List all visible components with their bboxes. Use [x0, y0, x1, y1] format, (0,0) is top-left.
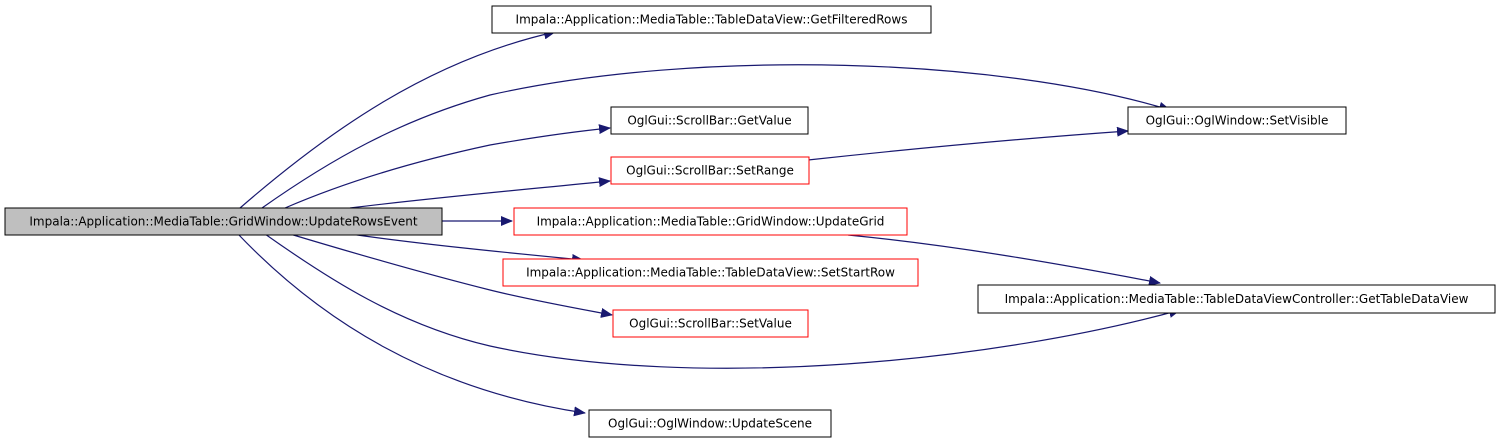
node-label: Impala::Application::MediaTable::GridWin… [537, 215, 885, 229]
node-label: OglGui::ScrollBar::SetRange [626, 164, 794, 178]
edge-update-rows-event-to-get-filtered-rows [239, 29, 556, 209]
node-set-start-row[interactable]: Impala::Application::MediaTable::TableDa… [502, 258, 919, 287]
node-get-filtered-rows[interactable]: Impala::Application::MediaTable::TableDa… [491, 5, 932, 34]
node-label: OglGui::ScrollBar::SetValue [629, 317, 792, 331]
node-label: Impala::Application::MediaTable::GridWin… [29, 215, 418, 229]
edge-update-grid-to-get-table-data-view [847, 234, 1161, 286]
edge-update-rows-event-to-update-scene [237, 233, 586, 417]
node-label: Impala::Application::MediaTable::TableDa… [516, 13, 908, 27]
edge-update-rows-event-to-scrollbar-set-range [349, 177, 611, 209]
node-set-visible[interactable]: OglGui::OglWindow::SetVisible [1127, 106, 1347, 135]
node-label: OglGui::ScrollBar::GetValue [627, 114, 791, 128]
node-scrollbar-get-value[interactable]: OglGui::ScrollBar::GetValue [610, 106, 809, 135]
edge-update-rows-event-to-scrollbar-set-value [289, 233, 613, 318]
edge-update-rows-event-to-get-table-data-view [264, 233, 1181, 369]
node-scrollbar-set-range[interactable]: OglGui::ScrollBar::SetRange [610, 156, 810, 185]
node-label: OglGui::OglWindow::SetVisible [1146, 114, 1329, 128]
node-update-rows-event[interactable]: Impala::Application::MediaTable::GridWin… [4, 207, 443, 236]
edge-update-rows-event-to-set-visible [261, 64, 1171, 209]
node-scrollbar-set-value[interactable]: OglGui::ScrollBar::SetValue [612, 309, 809, 338]
node-get-table-data-view[interactable]: Impala::Application::MediaTable::TableDa… [977, 284, 1496, 314]
edge-scrollbar-set-range-to-set-visible [807, 126, 1129, 161]
edge-update-rows-event-to-scrollbar-get-value [284, 124, 611, 209]
node-update-grid[interactable]: Impala::Application::MediaTable::GridWin… [513, 207, 908, 236]
node-label: OglGui::OglWindow::UpdateScene [608, 417, 812, 431]
node-update-scene[interactable]: OglGui::OglWindow::UpdateScene [588, 409, 832, 438]
edge-update-rows-event-to-set-start-row [349, 233, 584, 264]
node-label: Impala::Application::MediaTable::TableDa… [526, 266, 895, 280]
node-label: Impala::Application::MediaTable::TableDa… [1005, 292, 1469, 306]
